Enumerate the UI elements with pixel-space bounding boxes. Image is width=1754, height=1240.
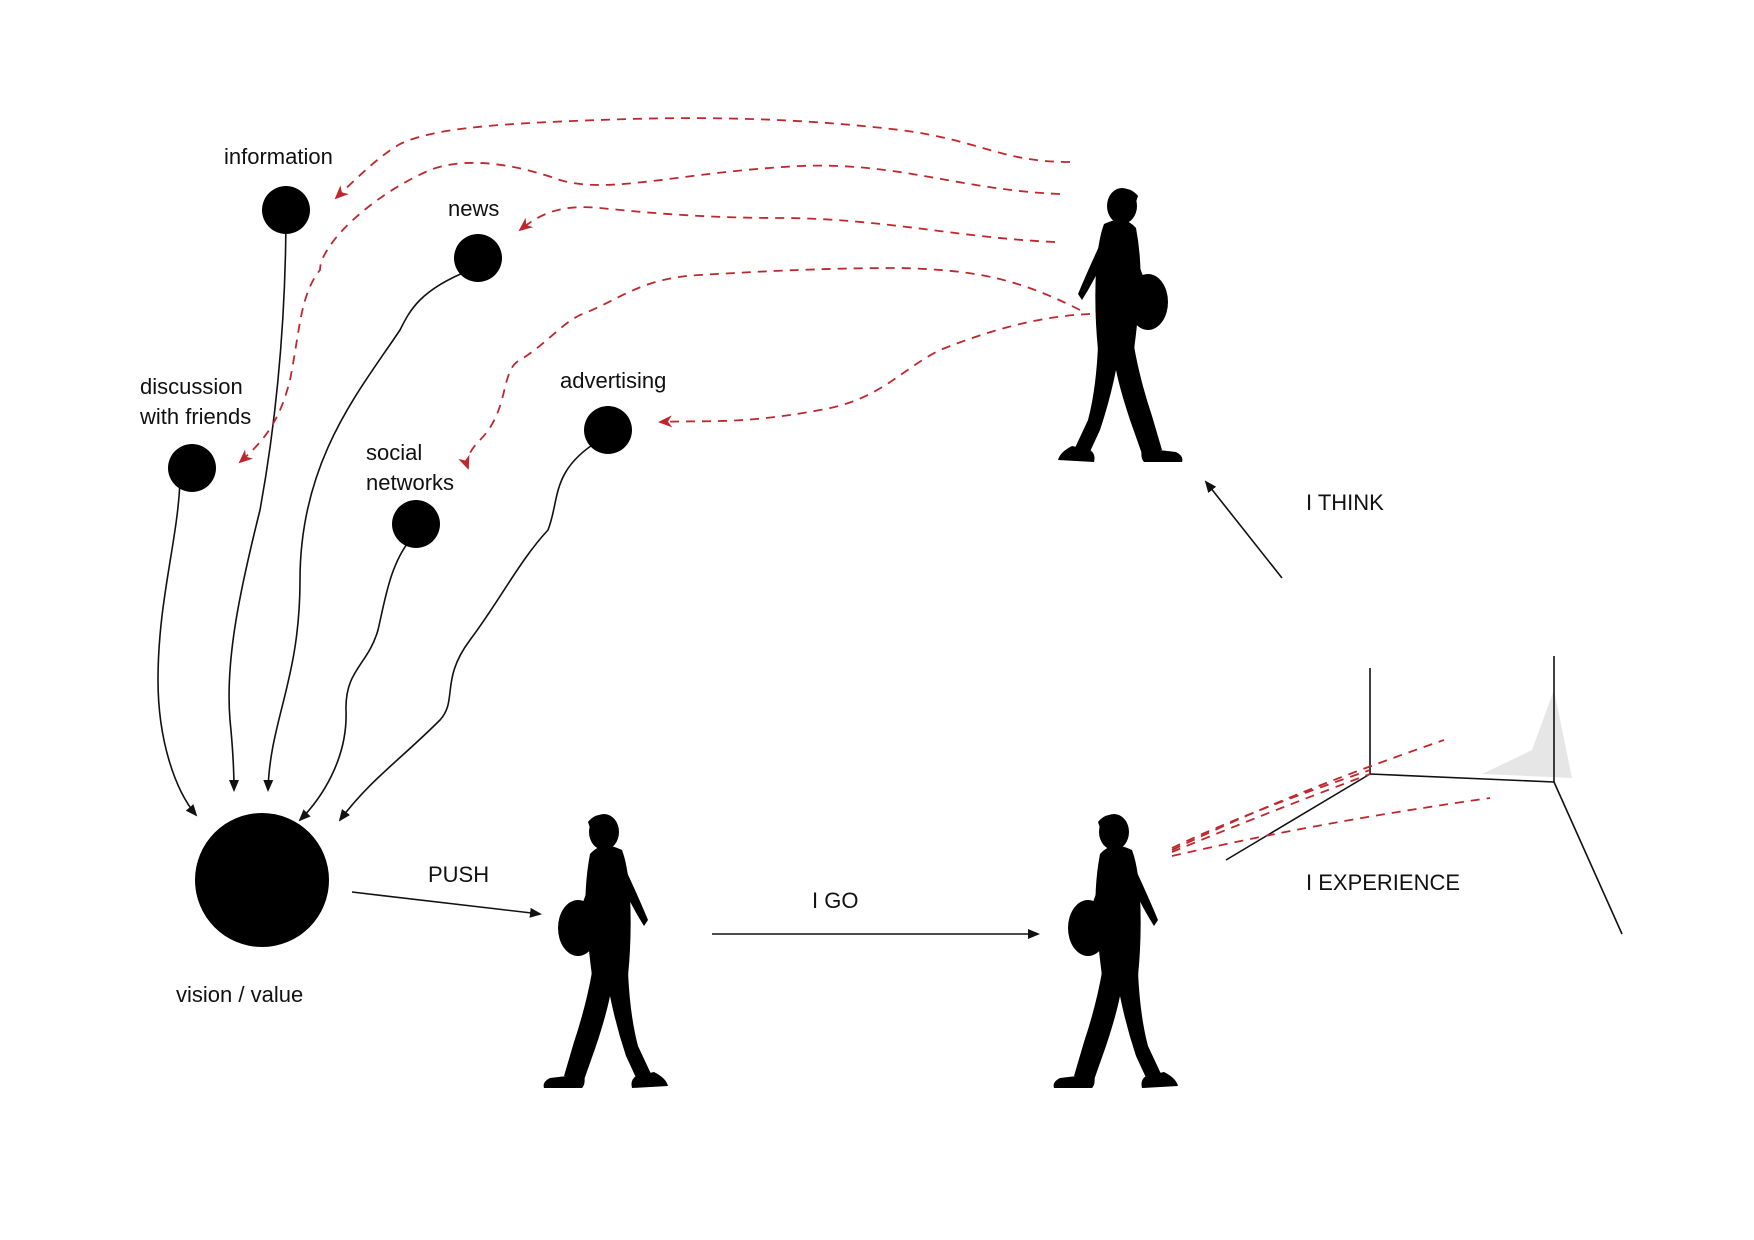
feedback-to-information bbox=[334, 117, 1071, 200]
gaze-lines bbox=[1171, 739, 1491, 857]
walking-figures bbox=[543, 188, 1183, 1088]
feedback-lines bbox=[238, 117, 1091, 470]
label-advertising: advertising bbox=[560, 368, 666, 393]
room-floor-right bbox=[1553, 781, 1623, 935]
node-information bbox=[262, 186, 310, 234]
influence-lines bbox=[157, 209, 601, 822]
person-thinking-silhouette bbox=[1058, 188, 1183, 462]
label-go: I GO bbox=[812, 888, 858, 913]
label-news: news bbox=[448, 196, 499, 221]
gaze-line-2 bbox=[1171, 773, 1371, 853]
label-discussion-line2: with friends bbox=[139, 404, 251, 429]
node-news bbox=[454, 234, 502, 282]
person-experiencing-silhouette bbox=[1053, 814, 1178, 1088]
label-discussion-line1: discussion bbox=[140, 374, 243, 399]
think-arrow bbox=[1204, 480, 1283, 579]
feedback-to-news bbox=[518, 206, 1056, 243]
label-social-line1: social bbox=[366, 440, 422, 465]
line-social-to-center bbox=[298, 539, 411, 822]
node-social bbox=[392, 500, 440, 548]
gaze-line-3 bbox=[1171, 797, 1491, 857]
person-pushed-silhouette bbox=[543, 814, 668, 1088]
room-wall-shading bbox=[1482, 690, 1572, 778]
label-vision-value: vision / value bbox=[176, 982, 303, 1007]
label-think: I THINK bbox=[1306, 490, 1384, 515]
push-arrow bbox=[351, 891, 542, 918]
line-information-to-center bbox=[228, 209, 287, 792]
source-nodes bbox=[168, 186, 632, 947]
step-arrows bbox=[351, 480, 1283, 939]
line-news-to-center bbox=[263, 269, 471, 792]
feedback-to-social bbox=[458, 267, 1081, 470]
node-discussion bbox=[168, 444, 216, 492]
feedback-to-discussion bbox=[238, 161, 1061, 464]
node-advertising bbox=[584, 406, 632, 454]
line-discussion-to-center bbox=[157, 479, 198, 817]
gaze-line-1 bbox=[1171, 739, 1445, 851]
label-push: PUSH bbox=[428, 862, 489, 887]
line-advertising-to-center bbox=[338, 439, 601, 822]
room-floor-back bbox=[1369, 773, 1555, 783]
node-vision-value bbox=[195, 813, 329, 947]
feedback-to-advertising bbox=[658, 313, 1091, 428]
room-floor-left bbox=[1225, 773, 1371, 861]
room-frame bbox=[1225, 656, 1623, 935]
label-experience: I EXPERIENCE bbox=[1306, 870, 1460, 895]
gaze-line-4 bbox=[1171, 769, 1371, 849]
label-social-line2: networks bbox=[366, 470, 454, 495]
label-information: information bbox=[224, 144, 333, 169]
